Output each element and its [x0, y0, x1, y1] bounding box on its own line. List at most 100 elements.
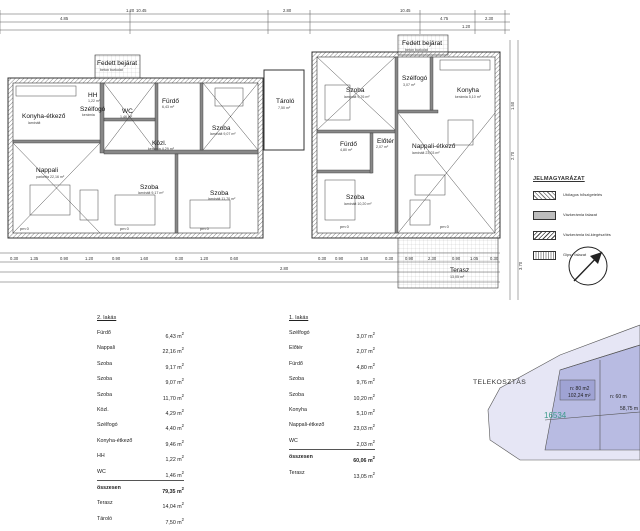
left-unit-furniture — [12, 82, 259, 234]
unit-sup: 2 — [372, 423, 375, 429]
row-value: 3,07 m — [356, 333, 373, 340]
unit-sup: 2 — [372, 392, 375, 398]
row-name: Előtér — [289, 345, 303, 352]
dim-bottom-5: 0.90 — [112, 256, 121, 261]
sum-value: 79,35 m — [162, 488, 182, 495]
left-entrance-porch — [94, 54, 141, 79]
site-label-4: 58,75 m — [620, 406, 638, 412]
row-name: WC — [97, 468, 106, 475]
dim-bottom-16: 2.30 — [428, 256, 437, 261]
legend-label: Gipsz falazat — [563, 252, 587, 257]
room-name-szoba-br: Szoba — [210, 190, 229, 197]
top-dimension-labels: 1.20 4.85 10.45 2.80 10.45 4.75 1.20 2.3… — [60, 8, 494, 29]
dim-bottom-15: 0.90 — [405, 256, 414, 261]
room-name-konyha-etkezo: Konyha-étkező — [22, 113, 66, 120]
room-name-furdo-left: Fürdő — [162, 98, 179, 105]
row-name: Szoba — [97, 360, 113, 367]
dim-bottom-4: 1.20 — [85, 256, 94, 261]
unit-sup: 2 — [181, 423, 184, 429]
right-floor-level-markers: pm 0 pm 0 — [340, 224, 450, 229]
unit-sup: 2 — [181, 377, 184, 383]
left-unit-interior-walls — [12, 82, 259, 234]
row-name: Terasz — [289, 469, 305, 476]
room-sub-szoba-tr: laminált 9,07 m² — [210, 132, 236, 136]
dim-bottom-1: 0.30 — [10, 256, 19, 261]
legend-label: Vázkerámia falazat — [563, 212, 598, 217]
dim-bottom-6: 1.60 — [140, 256, 149, 261]
row-value: 1,22 m — [165, 456, 182, 463]
row-name: HH — [97, 453, 105, 460]
unit-sup: 2 — [181, 469, 184, 475]
table-title: 1. lakás — [289, 315, 309, 321]
room-sub-szoba-r1: laminált 9,76 m² — [344, 95, 370, 99]
room-name-fedett-bejarat-right: Fedett bejárat — [402, 40, 442, 47]
row-value: 13,05 m — [353, 473, 373, 480]
row-name: WC — [289, 437, 298, 444]
dim-bottom-12: 0.90 — [335, 256, 344, 261]
row-name: Szoba — [289, 376, 305, 383]
solid-grey-icon — [533, 211, 556, 220]
room-sub-hh: 1,22 m² — [88, 99, 101, 103]
room-sub-terasz: 13,05 m² — [450, 275, 465, 279]
plot-number: 16534 — [544, 411, 567, 420]
unit-sup: 2 — [181, 331, 184, 336]
row-value: 22,16 m — [162, 349, 182, 356]
room-name-szoba-r1: Szoba — [346, 87, 365, 94]
dim-top-7: 1.20 — [462, 24, 471, 29]
room-sub-fedett-bejarat-right: beton burkolat — [405, 48, 428, 52]
dim-top-8: 2.30 — [485, 16, 494, 21]
table-row: WC 2,03 m2 — [289, 434, 375, 449]
legend-label: Utólagos hőszigetelés — [563, 192, 603, 197]
row-value: 10,20 m — [353, 395, 373, 402]
row-value: 1,46 m — [165, 472, 182, 479]
dim-bottom-14: 0.30 — [385, 256, 394, 261]
sum-name: összesen — [97, 484, 121, 491]
unit-sup: 2 — [372, 455, 375, 461]
room-name-eloter: Előtér — [377, 138, 395, 145]
table-row: HH 1,22 m2 — [97, 449, 184, 464]
room-name-szoba-r2: Szoba — [346, 194, 365, 201]
dim-right-2: 2.70 — [510, 151, 515, 160]
floor-plan-drawing: 1.20 4.85 10.45 2.80 10.45 4.75 1.20 2.3… — [0, 8, 640, 461]
dim-right-1: 1.50 — [510, 101, 515, 110]
table-row: WC 1,46 m2 — [97, 465, 184, 480]
unit-sup: 2 — [372, 377, 375, 383]
site-plan-title: TELEKOSZTÁS — [473, 379, 527, 386]
row-value: 9,17 m — [165, 364, 182, 371]
row-name: Fürdő — [289, 360, 303, 367]
row-name: Nappali — [97, 345, 115, 352]
row-name: Nappali-étkező — [289, 422, 325, 429]
unit-sup: 2 — [181, 361, 184, 367]
site-label-2: 102,24 m² — [568, 393, 591, 399]
dim-top-6: 4.75 — [440, 16, 449, 21]
room-name-nappali-left: Nappali — [36, 167, 58, 174]
room-name-terasz: Terasz — [450, 267, 469, 274]
row-value: 2,03 m — [356, 441, 373, 448]
table-row: Szoba 9,17 m2 — [97, 357, 184, 372]
dim-bottom-10: 2.80 — [280, 266, 289, 271]
legend-item: Vázkerámia fal-kiegészítés — [533, 231, 628, 251]
row-name: Fürdő — [97, 330, 111, 336]
row-value: 5,10 m — [356, 410, 373, 417]
unit-sup: 2 — [372, 438, 375, 444]
unit-sup: 2 — [181, 454, 184, 460]
dim-bottom-9: 0.60 — [230, 256, 239, 261]
room-name-konyha-r: Konyha — [457, 87, 479, 94]
right-dimension-line — [509, 40, 519, 300]
hatch-diagonal-icon — [533, 191, 556, 200]
legend-item: Gipsz falazat — [533, 251, 628, 271]
right-unit-interior-walls — [316, 56, 439, 234]
unit-sup: 2 — [181, 407, 184, 413]
bottom-dimension-lines — [0, 252, 500, 283]
